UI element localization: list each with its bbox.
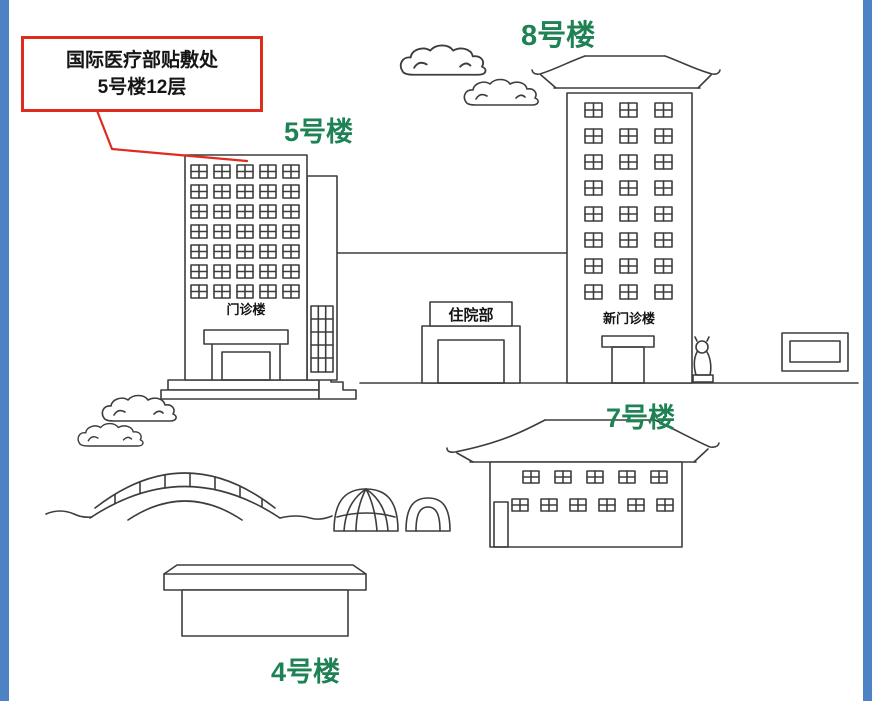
inpatient-sign-box	[429, 301, 513, 327]
building-5-canopy	[203, 329, 289, 345]
cloud-left-2	[77, 422, 144, 447]
building-5-platform-lower	[160, 389, 320, 400]
building-7	[446, 419, 720, 548]
building-7-windows-top	[522, 470, 668, 484]
building-5-annex	[306, 175, 338, 381]
building-7-roof	[446, 419, 720, 463]
inpatient-sign: 住院部	[448, 306, 493, 324]
label-building-8: 8号楼	[521, 20, 596, 52]
label-building-5: 5号楼	[284, 117, 354, 147]
building-4	[163, 564, 367, 637]
building-8-windows	[584, 102, 673, 300]
left-edge-bar	[0, 0, 9, 701]
dome-large	[333, 488, 399, 532]
dome-small	[405, 497, 451, 532]
building-5-platform-upper	[167, 379, 320, 391]
cloud-top-2	[463, 78, 539, 106]
building-8-roof	[531, 55, 721, 89]
gate-booth	[781, 332, 849, 372]
building-5-sign: 门诊楼	[226, 302, 265, 317]
callout-line2: 5号楼12层	[97, 76, 187, 98]
inpatient-building: 住院部	[421, 301, 521, 384]
inpatient-body	[421, 325, 521, 384]
label-building-4: 4号楼	[271, 657, 341, 687]
cloud-top-1	[399, 44, 487, 76]
building-8-canopy	[601, 335, 655, 348]
building-8-door	[611, 346, 645, 384]
right-edge-bar	[863, 0, 872, 701]
callout-pointer-line	[94, 106, 249, 163]
building-4-body	[181, 589, 349, 637]
building-7-windows-bottom	[511, 498, 674, 512]
callout-line1: 国际医疗部贴敷处	[65, 49, 218, 71]
building-5: 门诊楼	[160, 154, 357, 400]
building-5-windows	[190, 164, 300, 299]
lion-statue	[692, 336, 714, 383]
building-5-body	[184, 154, 308, 381]
building-5-door	[221, 351, 271, 381]
building-7-door	[493, 501, 509, 548]
building-8: 新门诊楼	[531, 55, 721, 384]
inpatient-entrance	[437, 339, 505, 384]
label-building-7: 7号楼	[606, 403, 676, 433]
building-8-sign: 新门诊楼	[603, 311, 655, 326]
building-5-annex-window-grid	[310, 305, 334, 373]
callout-box: 国际医疗部贴敷处 5号楼12层	[21, 36, 263, 112]
arched-bridge	[45, 472, 333, 521]
